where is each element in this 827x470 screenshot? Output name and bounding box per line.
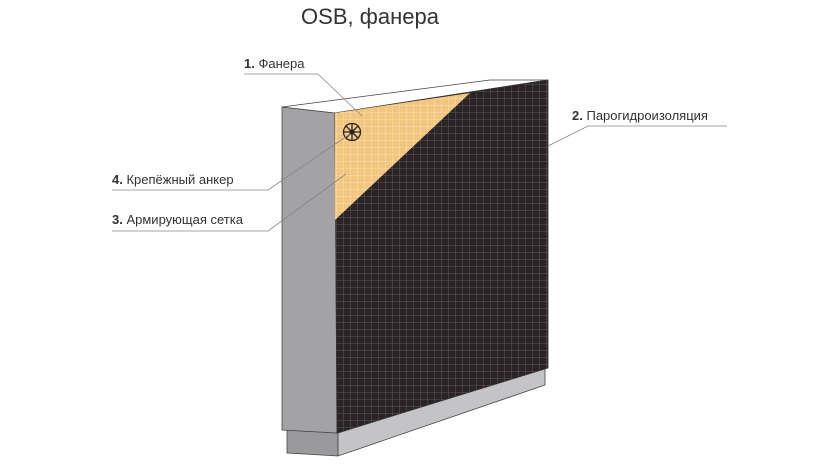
wall-side-face	[281, 106, 338, 434]
label-text: Фанера	[258, 56, 305, 71]
leader-line-4	[112, 133, 351, 191]
leader-line-2	[547, 125, 727, 147]
label-number: 2.	[572, 108, 583, 123]
anchor-wheel-icon	[342, 122, 362, 142]
plywood-layer	[335, 93, 470, 220]
label-vapor-barrier: 2. Пароги­дроизоляция	[572, 108, 708, 123]
label-number: 3.	[112, 212, 123, 227]
diagram-title: OSB, фанера	[301, 4, 439, 29]
base-side	[286, 429, 339, 457]
leader-line-1	[244, 73, 363, 117]
label-plywood: 1. Фанера	[244, 56, 304, 71]
leader-line-3	[112, 173, 347, 232]
label-text: Крепёжный анкер	[126, 172, 234, 187]
label-text: Пароги­дроизоляция	[586, 108, 708, 123]
label-mesh: 3. Армирующая сетка	[112, 212, 243, 227]
label-number: 1.	[244, 56, 255, 71]
label-text: Армирующая сетка	[126, 212, 243, 227]
label-anchor: 4. Крепёжный анкер	[112, 172, 234, 187]
label-number: 4.	[112, 172, 123, 187]
